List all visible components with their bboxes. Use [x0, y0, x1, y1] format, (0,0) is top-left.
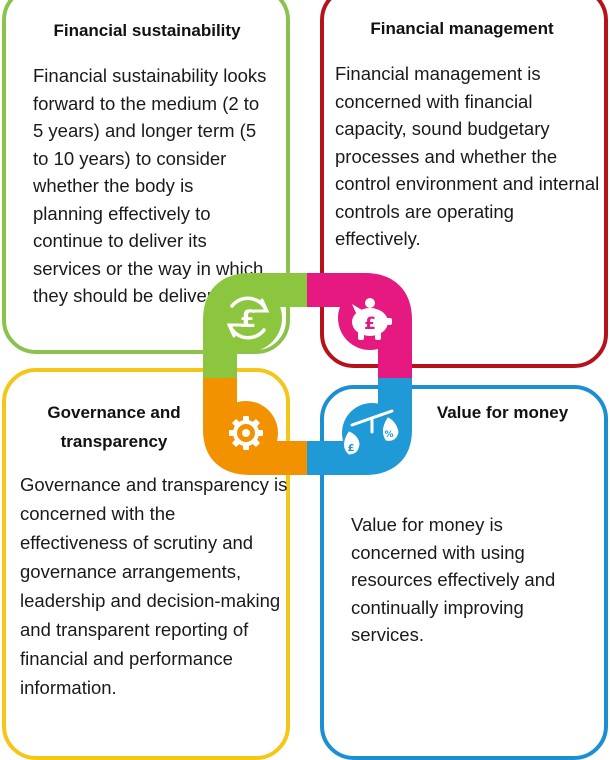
value-for-money-title: Value for money	[436, 403, 569, 422]
financial-sustainability-box	[2, 0, 290, 354]
governance-transparency-title: Governance and transparency	[47, 403, 181, 451]
value-for-money-text: Value for money is concerned with using …	[351, 514, 556, 645]
financial-sustainability-text: Financial sustainability looks forward t…	[33, 65, 267, 306]
financial-management-text: Financial management is concerned with f…	[335, 63, 600, 249]
financial-management-title: Financial management	[370, 19, 554, 38]
governance-transparency-text: Governance and transparency is concerned…	[20, 474, 288, 698]
financial-sustainability-title: Financial sustainability	[53, 21, 241, 40]
